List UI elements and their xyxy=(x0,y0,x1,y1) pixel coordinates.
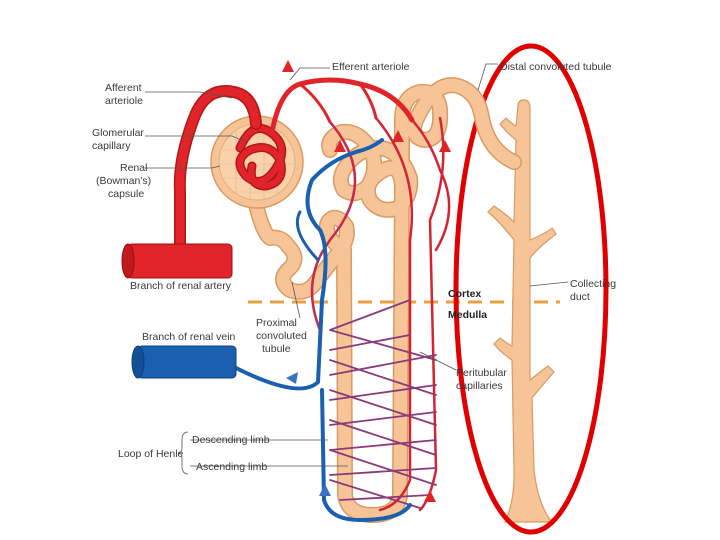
renal-artery-label: Branch of renal artery xyxy=(130,280,232,292)
collecting-duct-label-2: duct xyxy=(570,291,590,303)
efferent-arteriole-label: Efferent arteriole xyxy=(332,61,410,73)
collecting-duct-label-1: Collecting xyxy=(570,278,616,290)
cortex-label: Cortex xyxy=(448,288,481,300)
loop-of-henle-label: Loop of Henle xyxy=(118,448,184,460)
collecting-duct xyxy=(487,99,557,523)
renal-capsule-label-1: Renal xyxy=(120,162,147,174)
peritubular-label-2: capillaries xyxy=(456,380,503,392)
medulla-label: Medulla xyxy=(448,309,487,321)
loop-bracket xyxy=(177,431,189,475)
highlight-ellipse xyxy=(453,43,609,535)
afferent-arteriole-label-2: arteriole xyxy=(105,95,143,107)
glomerular-capillary-label-1: Glomerular xyxy=(92,127,144,139)
efferent-arteriole xyxy=(269,77,415,135)
afferent-arteriole-label-1: Afferent xyxy=(105,82,142,94)
peritubular-label-1: Peritubular xyxy=(456,367,507,379)
renal-vein-label: Branch of renal vein xyxy=(142,331,236,343)
proximal-tubule-label-1: Proximal xyxy=(256,317,297,329)
ascending-limb-label: Ascending limb xyxy=(196,461,267,473)
glomerular-capillary xyxy=(235,124,287,191)
renal-capsule-label-2: (Bowman's) xyxy=(96,175,151,187)
flow-arrows xyxy=(282,60,451,502)
renal-capsule-label-3: capsule xyxy=(108,188,144,200)
distal-tubule-label: Distal convoluted tubule xyxy=(500,61,612,73)
nephron-tubule xyxy=(247,77,522,523)
renal-artery-branch xyxy=(121,243,233,279)
leader-lines xyxy=(145,63,569,467)
descending-limb-label: Descending limb xyxy=(192,434,270,446)
afferent-arteriole xyxy=(173,85,262,256)
glomerular-capillary-label-2: capillary xyxy=(92,140,131,152)
venule xyxy=(234,138,412,523)
proximal-tubule-label-2: convoluted xyxy=(256,330,307,342)
renal-vein-branch xyxy=(131,345,237,379)
proximal-tubule-label-3: tubule xyxy=(262,343,291,355)
